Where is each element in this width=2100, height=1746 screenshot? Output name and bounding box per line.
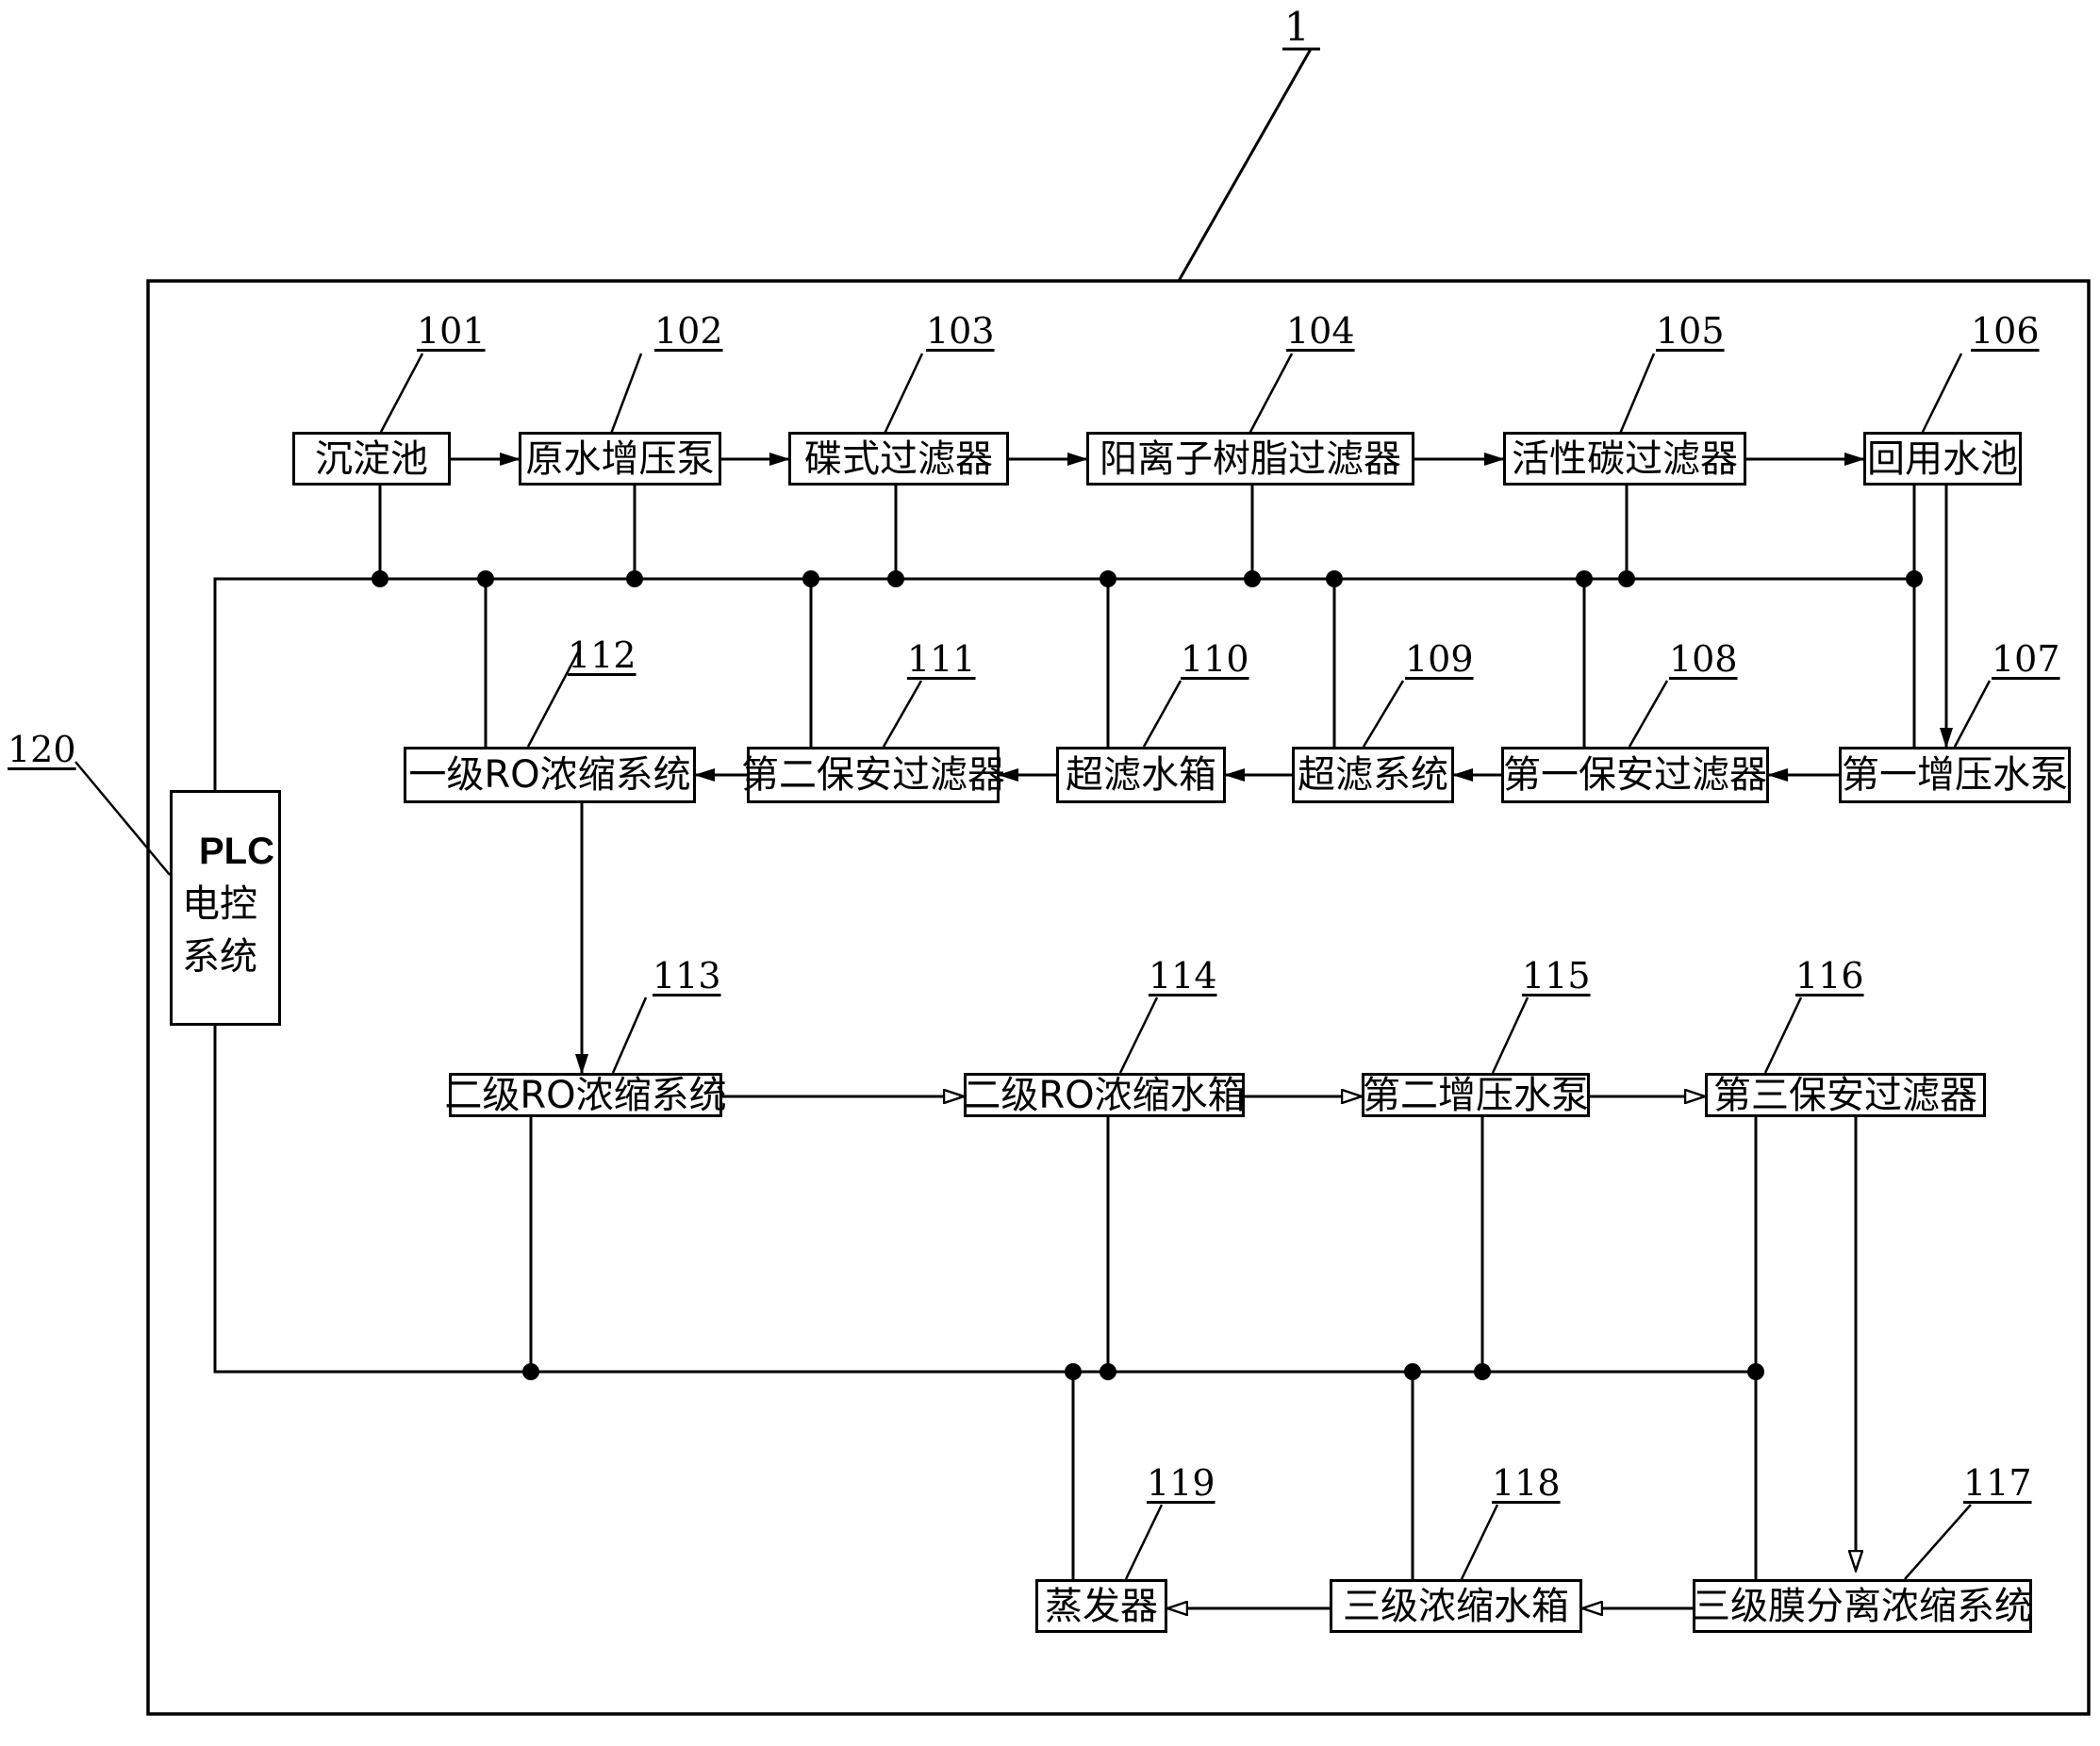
ref-110: 110 [1181, 638, 1249, 680]
leader-lines [74, 353, 1992, 1580]
ref-106: 106 [1971, 310, 2040, 352]
node-first-booster-pump: 第一增压水泵 [1839, 747, 2071, 803]
ref-111: 111 [907, 638, 976, 680]
node-cation-resin-filter: 阳离子树脂过滤器 [1086, 432, 1414, 486]
node-stage2-ro-system: 二级RO浓缩系统 [444, 1073, 727, 1117]
node-stage2-ro-tank: 二级RO浓缩水箱 [963, 1073, 1246, 1117]
ref-101: 101 [417, 310, 486, 352]
ref-118: 118 [1492, 1462, 1561, 1504]
system-ref-label: 1 [1284, 4, 1310, 50]
node-third-security-filter: 第三保安过滤器 [1705, 1073, 1986, 1117]
ref-112: 112 [568, 634, 637, 676]
node-first-security-filter: 第一保安过滤器 [1501, 747, 1769, 803]
ref-105: 105 [1656, 310, 1725, 352]
ref-102: 102 [654, 310, 723, 352]
node-second-booster-pump: 第二增压水泵 [1362, 1073, 1590, 1117]
control-wiring [213, 486, 1916, 1589]
ref-108: 108 [1669, 638, 1738, 680]
ref-119: 119 [1147, 1462, 1215, 1504]
node-ultrafiltration-tank: 超滤水箱 [1056, 747, 1226, 803]
ref-116: 116 [1795, 955, 1864, 997]
node-settling-tank: 沉淀池 [292, 432, 451, 486]
junction-dots [372, 570, 1923, 1380]
plc-line2: 电控 [182, 882, 257, 926]
node-activated-carbon-filter: 活性碳过滤器 [1503, 432, 1746, 486]
ref-120: 120 [8, 729, 76, 770]
ref-107: 107 [1992, 638, 2060, 680]
plc-line3: 系统 [182, 935, 257, 979]
ref-113: 113 [653, 955, 721, 997]
leader-system [1177, 48, 1313, 282]
flow-arrows [451, 453, 1953, 1608]
node-raw-water-booster-pump: 原水增压泵 [519, 432, 721, 486]
ref-115: 115 [1522, 955, 1591, 997]
plc-line1: PLC [199, 831, 274, 872]
ref-103: 103 [926, 310, 995, 352]
node-stage3-concentrate-tank: 三级浓缩水箱 [1330, 1579, 1582, 1633]
node-stage3-membrane-system: 三级膜分离浓缩系统 [1693, 1579, 2032, 1633]
ref-114: 114 [1149, 955, 1217, 997]
system-frame [146, 279, 2091, 1716]
node-reuse-water-tank: 回用水池 [1863, 432, 2022, 486]
node-evaporator: 蒸发器 [1035, 1579, 1167, 1633]
node-second-security-filter: 第二保安过滤器 [741, 747, 1005, 803]
node-plc-control-system: PLC 电控 系统 [170, 790, 281, 1026]
node-stage1-ro-system: 一级RO浓缩系统 [404, 747, 696, 803]
ref-104: 104 [1286, 310, 1355, 352]
node-disc-filter: 碟式过滤器 [788, 432, 1009, 486]
ref-109: 109 [1405, 638, 1474, 680]
ref-117: 117 [1963, 1462, 2032, 1504]
node-ultrafiltration-system: 超滤系统 [1292, 747, 1454, 803]
